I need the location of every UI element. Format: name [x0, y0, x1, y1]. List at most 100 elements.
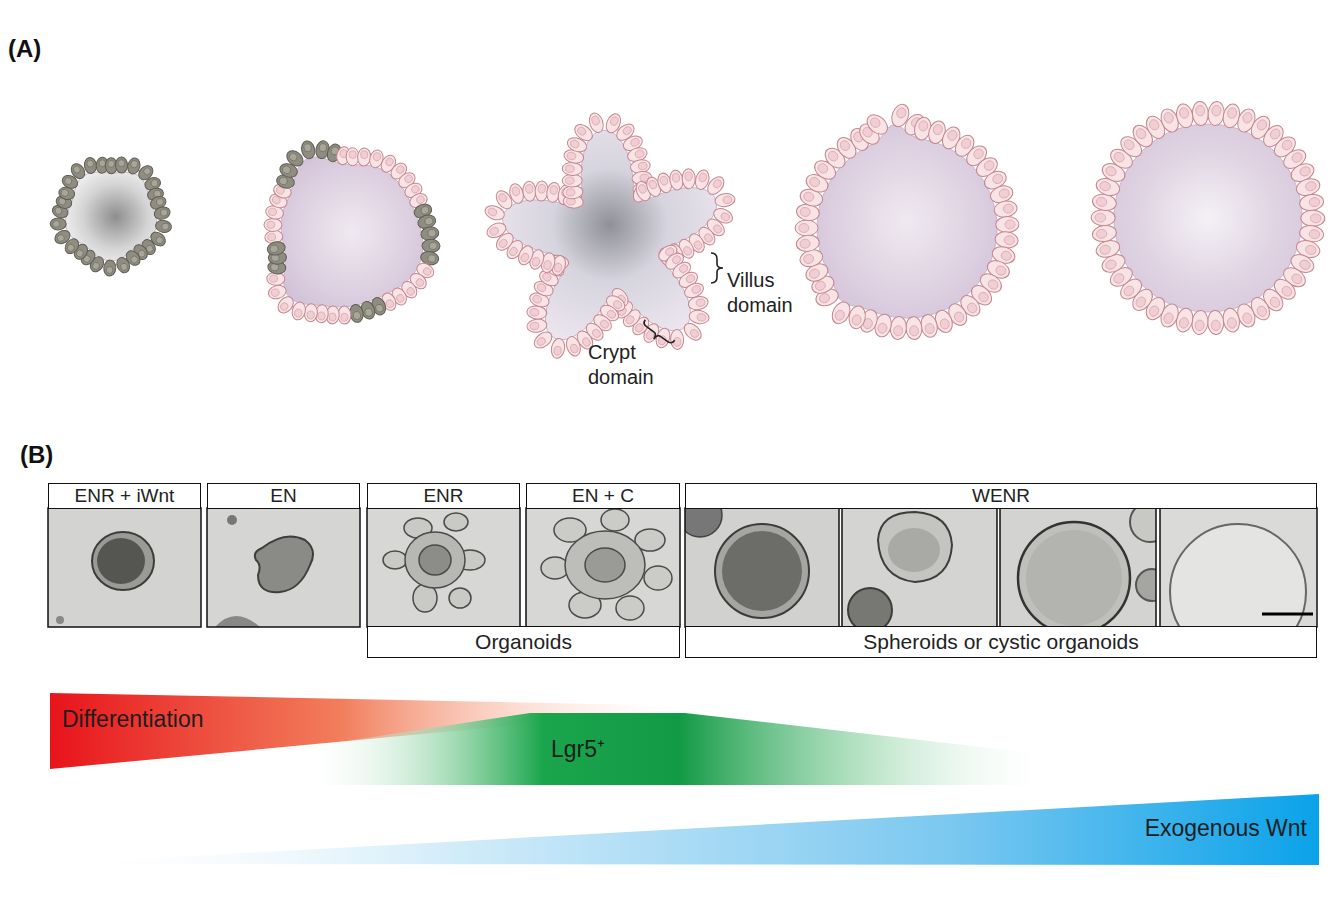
cell-nucleus	[61, 189, 69, 197]
cell-body	[564, 335, 583, 358]
band-label: Exogenous Wnt	[1145, 815, 1307, 842]
cell-body	[562, 162, 583, 176]
epithelial-cell	[516, 244, 536, 268]
epithelial-cell	[1299, 193, 1325, 212]
band-label: Differentiation	[62, 706, 204, 733]
epithelial-cell	[687, 295, 709, 311]
box-label: EN + C	[572, 485, 634, 507]
cell-nucleus	[799, 239, 810, 249]
epithelial-cell	[264, 218, 282, 231]
cell-nucleus	[638, 162, 648, 171]
cell-nucleus	[1195, 320, 1205, 331]
cell-body	[526, 305, 547, 320]
cell-nucleus	[685, 273, 696, 284]
cell-nucleus	[536, 336, 547, 347]
cell-body	[103, 260, 116, 277]
cell-nucleus	[364, 307, 373, 317]
cell-nucleus	[329, 313, 337, 321]
cell-nucleus	[1298, 258, 1311, 271]
cell-nucleus	[1005, 220, 1015, 229]
cell-body	[670, 329, 684, 350]
cell-nucleus	[1099, 180, 1112, 192]
cell-body	[688, 309, 710, 325]
cell-nucleus	[155, 198, 164, 207]
cell-nucleus	[826, 149, 839, 162]
cell-nucleus	[341, 313, 348, 321]
cell-nucleus	[53, 221, 60, 228]
cell-nucleus	[1179, 107, 1190, 119]
micrograph	[207, 508, 360, 627]
box-label: Spheroids or cystic organoids	[863, 630, 1138, 654]
epithelial-cell	[795, 220, 818, 236]
cell-body	[905, 316, 923, 340]
cell-nucleus	[1099, 244, 1112, 256]
cell-nucleus	[497, 238, 508, 249]
cell-nucleus	[816, 162, 829, 175]
epithelial-cell	[562, 162, 583, 176]
cell-nucleus	[1148, 118, 1161, 132]
epithelial-cell	[153, 205, 172, 221]
cell-nucleus	[1241, 312, 1253, 325]
cell-nucleus	[403, 174, 414, 185]
cell-body	[993, 199, 1018, 219]
cell-nucleus	[932, 123, 944, 135]
cell-nucleus	[994, 264, 1007, 276]
cell-nucleus	[637, 183, 647, 194]
cell-nucleus	[384, 157, 394, 168]
domain-label: Villus domain	[727, 268, 811, 318]
cell-nucleus	[1112, 272, 1126, 285]
cell-nucleus	[269, 244, 278, 253]
epithelial-cell	[267, 283, 288, 300]
cell-nucleus	[525, 184, 533, 193]
cell-nucleus	[317, 312, 325, 321]
epithelial-cell	[670, 329, 684, 350]
cell-nucleus	[609, 116, 619, 127]
organoid-lumen	[281, 157, 423, 307]
cell-nucleus	[487, 207, 498, 217]
cell-nucleus	[1004, 235, 1015, 245]
cell-nucleus	[946, 129, 958, 142]
epithelial-cell	[1301, 210, 1325, 227]
cell-body	[516, 244, 536, 268]
micrograph	[842, 508, 997, 627]
organoid-outline	[1114, 124, 1302, 312]
cell-body	[863, 111, 891, 138]
epithelial-cell	[996, 216, 1019, 232]
epithelial-cell	[522, 181, 536, 202]
organoid	[264, 140, 440, 325]
organoid-outline	[817, 125, 997, 318]
cell-body	[1299, 193, 1325, 212]
cell-nucleus	[877, 322, 888, 334]
epithelial-cell	[357, 147, 371, 166]
epithelial-cell	[300, 140, 317, 161]
epithelial-cell	[1221, 307, 1242, 334]
cell-nucleus	[924, 323, 935, 335]
cell-nucleus	[415, 195, 425, 205]
cell-nucleus	[160, 208, 169, 216]
cell-nucleus	[998, 188, 1010, 200]
cell-nucleus	[566, 188, 575, 196]
cell-nucleus	[161, 223, 169, 231]
cell-nucleus	[622, 125, 633, 136]
cell-nucleus	[538, 184, 546, 193]
cell-nucleus	[375, 303, 385, 313]
cell-body	[587, 111, 606, 134]
cell-nucleus	[1226, 317, 1237, 329]
cell-nucleus	[803, 191, 815, 203]
cell-nucleus	[1304, 180, 1317, 192]
cell-body	[522, 181, 536, 202]
cell-nucleus	[1122, 138, 1136, 152]
cell-nucleus	[799, 224, 809, 233]
cell-nucleus	[530, 322, 540, 330]
cell-nucleus	[799, 207, 810, 218]
cell-nucleus	[697, 313, 707, 322]
cell-nucleus	[629, 137, 640, 147]
cell-nucleus	[868, 116, 882, 129]
micrograph-panels	[48, 493, 1317, 660]
epithelial-cell	[795, 234, 820, 253]
cell-nucleus	[895, 107, 907, 120]
organoid	[795, 102, 1019, 340]
cell-nucleus	[1134, 295, 1148, 309]
cell-nucleus	[691, 284, 702, 294]
